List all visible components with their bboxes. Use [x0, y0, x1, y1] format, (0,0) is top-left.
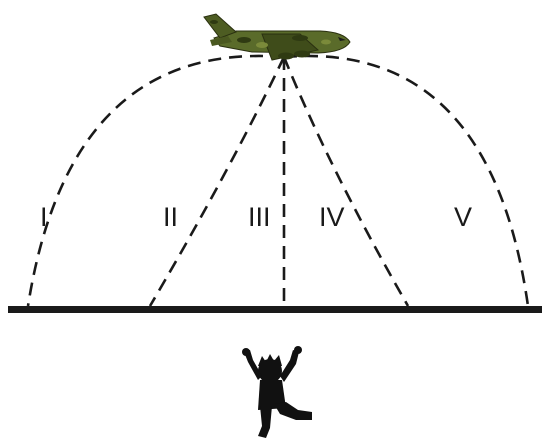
ground-line [8, 306, 542, 313]
path-label-IV: IV [319, 202, 345, 232]
path-label-III: III [248, 202, 271, 232]
path-label-II: II [163, 202, 178, 232]
path-IV [282, 56, 410, 307]
path-label-V: V [454, 202, 472, 232]
airplane-icon [203, 13, 351, 61]
path-II [148, 56, 286, 307]
path-label-I: I [40, 202, 48, 232]
path-V [283, 54, 530, 307]
person-icon [242, 346, 312, 438]
path-I [26, 54, 285, 307]
